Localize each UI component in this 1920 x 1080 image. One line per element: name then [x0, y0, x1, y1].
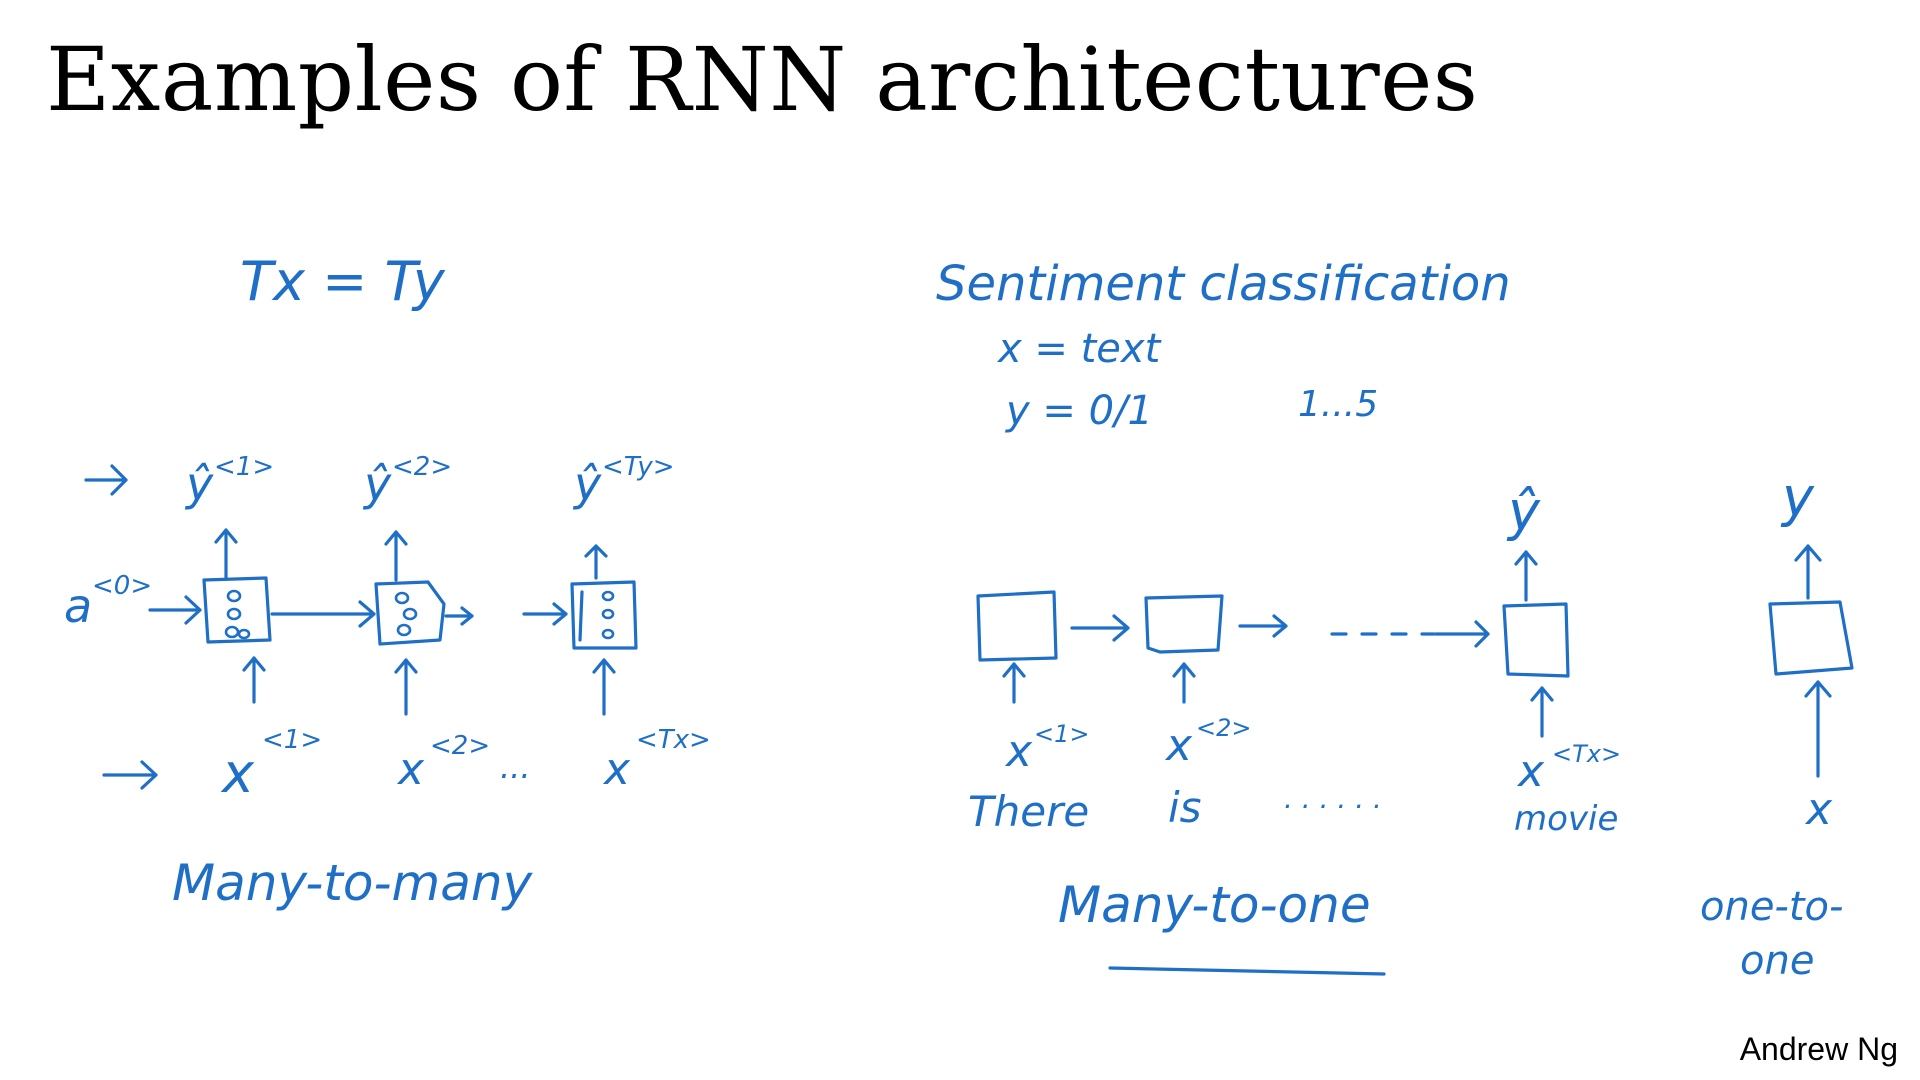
- oto-up-arrow-input: [1804, 680, 1832, 778]
- many-to-one-label: Many-to-one: [1058, 876, 1371, 934]
- svg-text:<Ty>: <Ty>: [602, 452, 675, 482]
- input-row-arrow: [102, 760, 158, 790]
- up-arrow-y2: [384, 530, 408, 582]
- slide-title: Examples of RNN architectures: [46, 28, 1479, 131]
- mto-output-yhat: ŷ: [1506, 480, 1541, 543]
- up-arrow-yty: [584, 544, 608, 580]
- sentiment-heading: Sentiment classification: [936, 256, 1511, 312]
- one-to-one-label-line1: one-to-: [1700, 884, 1843, 930]
- mto-up-arrow-x1: [1002, 662, 1026, 704]
- svg-text:ŷ: ŷ: [362, 457, 392, 511]
- up-arrow-xtx: [592, 658, 616, 716]
- x-equals-text: x = text: [996, 326, 1162, 372]
- up-arrow-y1: [214, 528, 238, 580]
- mto-input-x2: x <2> is: [1164, 714, 1252, 832]
- rnn-cell-2: [374, 580, 446, 646]
- rnn-cell-mto-1: [976, 590, 1058, 662]
- svg-text:<1>: <1>: [1034, 720, 1090, 748]
- svg-text:x: x: [1164, 720, 1193, 771]
- rnn-cell-1: [202, 576, 272, 644]
- mto-up-arrow-x2: [1172, 662, 1196, 704]
- svg-text:<2>: <2>: [430, 731, 490, 761]
- tx-equals-ty-label: Tx = Ty: [240, 250, 446, 313]
- cell3-in-arrow: [522, 602, 568, 626]
- mto-up-arrow-xtx: [1530, 686, 1554, 738]
- svg-text:ŷ: ŷ: [184, 457, 214, 511]
- mto-input-x1: x <1> There: [968, 720, 1090, 836]
- oto-input-x: x: [1804, 784, 1833, 835]
- oto-up-arrow-output: [1794, 544, 1822, 600]
- svg-text:x: x: [1004, 726, 1033, 777]
- cell2-out-arrow: [444, 606, 474, 626]
- many-to-one-underline: [1108, 966, 1386, 976]
- svg-text:<2>: <2>: [392, 452, 452, 482]
- svg-text:is: is: [1168, 783, 1202, 832]
- mto-word-ellipsis: . . . . . .: [1284, 782, 1382, 815]
- cell1-to-cell2-arrow: [270, 600, 376, 628]
- input-ellipsis: ...: [500, 748, 531, 786]
- rnn-cell-mto-3: [1502, 602, 1570, 678]
- svg-text:x: x: [220, 742, 255, 805]
- y-range-1-5: 1...5: [1298, 384, 1378, 425]
- rnn-cell-3: [570, 580, 638, 650]
- svg-text:<Tx>: <Tx>: [636, 725, 711, 755]
- mto-up-arrow-output: [1514, 550, 1538, 602]
- many-to-many-diagram: Tx = Ty ŷ <1> ŷ <2> ŷ <Ty> a <0>: [64, 250, 711, 912]
- svg-text:There: There: [968, 787, 1089, 836]
- rnn-cell-oto: [1768, 600, 1854, 676]
- input-xtx: x <Tx>: [602, 725, 711, 795]
- svg-text:<1>: <1>: [214, 452, 274, 482]
- author-credit: Andrew Ng: [1739, 1031, 1898, 1067]
- input-x2: x <2>: [396, 731, 490, 795]
- initial-activation-a0: a <0>: [64, 571, 152, 633]
- output-row-arrow: [84, 464, 128, 496]
- svg-text:<1>: <1>: [262, 725, 322, 755]
- one-to-one-diagram: y x one-to- one: [1700, 466, 1854, 984]
- svg-text:movie: movie: [1514, 799, 1618, 839]
- y-equals-01: y = 0/1: [1005, 388, 1153, 434]
- one-to-one-label-line2: one: [1740, 938, 1814, 984]
- mto-input-xtx: x <Tx> movie: [1514, 740, 1621, 839]
- many-to-many-label: Many-to-many: [172, 854, 534, 912]
- svg-text:a: a: [64, 579, 92, 633]
- svg-text:ŷ: ŷ: [572, 457, 602, 511]
- output-y1: ŷ <1>: [184, 452, 274, 511]
- oto-output-y: y: [1780, 466, 1815, 529]
- rnn-cell-mto-2: [1144, 594, 1224, 654]
- svg-text:<0>: <0>: [92, 571, 152, 601]
- many-to-one-diagram: ŷ x <1> There x <2> is . . . . . . x <Tx…: [968, 480, 1621, 976]
- svg-text:<2>: <2>: [1196, 714, 1252, 742]
- input-x1: x <1>: [220, 725, 322, 805]
- output-y2: ŷ <2>: [362, 452, 452, 511]
- svg-text:x: x: [1516, 746, 1545, 797]
- mto-arrow-1: [1070, 614, 1130, 642]
- up-arrow-x2: [394, 658, 418, 716]
- output-yty: ŷ <Ty>: [572, 452, 675, 511]
- svg-text:x: x: [396, 744, 425, 795]
- mto-arrow-3: [1434, 620, 1490, 648]
- svg-text:ŷ: ŷ: [1506, 480, 1541, 543]
- a0-arrow: [148, 595, 202, 625]
- svg-text:<Tx>: <Tx>: [1552, 740, 1621, 768]
- sentiment-notes: Sentiment classification x = text y = 0/…: [936, 256, 1511, 434]
- mto-arrow-2: [1238, 614, 1288, 638]
- svg-text:x: x: [602, 744, 631, 795]
- up-arrow-x1: [242, 656, 266, 704]
